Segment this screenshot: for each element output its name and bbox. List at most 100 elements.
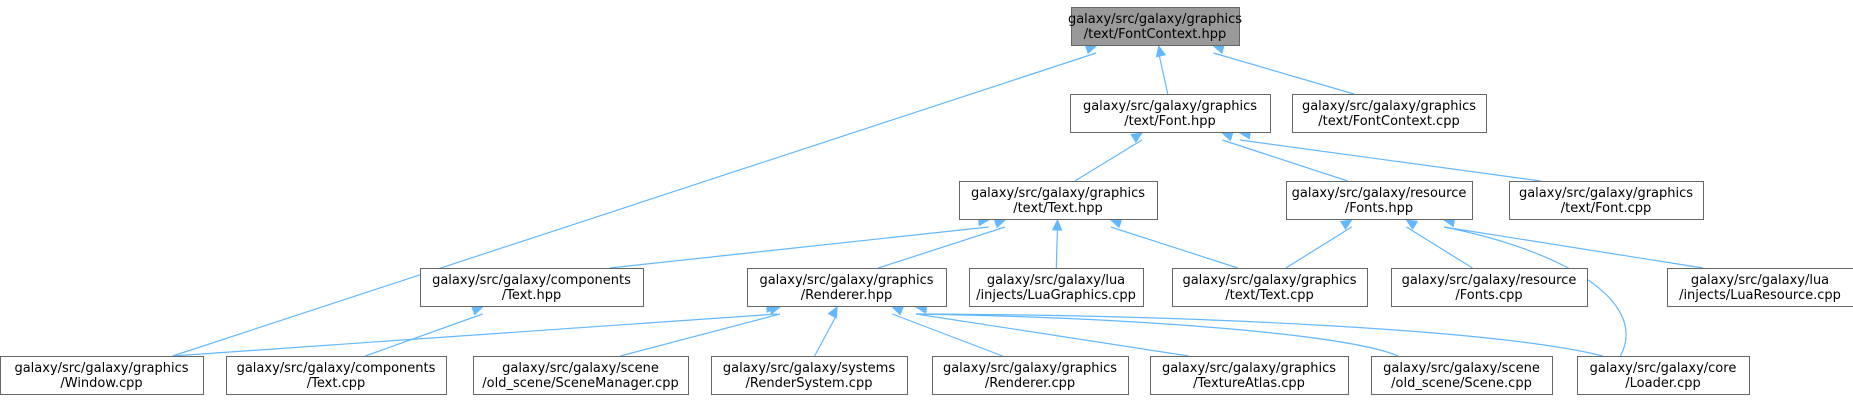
node-label-line: galaxy/src/galaxy/graphics	[1068, 12, 1242, 27]
graph-node-scene-cpp[interactable]: galaxy/src/galaxy/scene/old_scene/Scene.…	[1371, 356, 1553, 395]
node-label-line: /Text.cpp	[307, 376, 365, 391]
graph-edge-text-hpp-to-components-text-hpp	[609, 215, 990, 269]
node-label-line: galaxy/src/galaxy/scene	[1383, 361, 1540, 376]
graph-node-scenemanager-cpp[interactable]: galaxy/src/galaxy/scene/old_scene/SceneM…	[473, 356, 689, 395]
edge-line	[1213, 52, 1355, 95]
node-label-line: /text/Font.cpp	[1561, 201, 1652, 216]
arrow-head	[1221, 131, 1234, 142]
graph-edge-renderer-hpp-to-textureatlas-cpp	[914, 303, 1189, 357]
arrow-head	[470, 305, 484, 316]
graph-edge-text-hpp-to-text-cpp	[1109, 218, 1238, 269]
node-label-line: /Text.hpp	[502, 288, 562, 303]
graph-node-luaresource-cpp[interactable]: galaxy/src/galaxy/lua/injects/LuaResourc…	[1667, 268, 1853, 307]
node-label-line: /text/FontContext.cpp	[1318, 114, 1459, 129]
node-label-line: /text/Font.hpp	[1124, 114, 1216, 129]
edge-line	[1239, 139, 1541, 182]
edge-line	[1222, 139, 1348, 182]
graph-edge-renderer-hpp-to-scenemanager-cpp	[620, 304, 782, 357]
graph-node-rendersystem-cpp[interactable]: galaxy/src/galaxy/systems/RenderSystem.c…	[711, 356, 908, 395]
arrow-head	[1130, 132, 1144, 143]
graph-edge-fontcontext-hpp-to-font-hpp	[1155, 44, 1169, 95]
node-box	[1070, 94, 1271, 133]
graph-node-components-text-hpp[interactable]: galaxy/src/galaxy/components/Text.hpp	[420, 268, 644, 307]
graph-edge-fontcontext-hpp-to-window-cpp	[172, 44, 1098, 357]
node-box	[1667, 268, 1853, 307]
node-label-line: /Loader.cpp	[1625, 376, 1701, 391]
node-label-line: /TextureAtlas.cpp	[1193, 376, 1305, 391]
node-label-line: /text/Text.cpp	[1225, 288, 1314, 303]
graph-node-window-cpp[interactable]: galaxy/src/galaxy/graphics/Window.cpp	[0, 356, 204, 395]
arrow-head	[1084, 44, 1098, 55]
graph-node-fonts-hpp[interactable]: galaxy/src/galaxy/resource/Fonts.hpp	[1286, 181, 1473, 220]
arrow-head	[1109, 218, 1123, 229]
node-box	[1150, 356, 1349, 395]
node-box	[747, 268, 947, 307]
node-label-line: galaxy/src/galaxy/graphics	[1083, 99, 1257, 114]
edge-line	[878, 226, 1006, 269]
graph-node-renderer-hpp[interactable]: galaxy/src/galaxy/graphics/Renderer.hpp	[747, 268, 947, 307]
graph-node-fonts-cpp[interactable]: galaxy/src/galaxy/resource/Fonts.cpp	[1391, 268, 1588, 307]
node-label-line: /old_scene/Scene.cpp	[1391, 376, 1532, 391]
edge-line	[1285, 226, 1352, 269]
node-box	[1286, 181, 1473, 220]
node-box	[1371, 356, 1553, 395]
edge-line	[609, 226, 989, 269]
graph-node-text-hpp[interactable]: galaxy/src/galaxy/graphics/text/Text.hpp	[959, 181, 1158, 220]
graph-node-fontcontext-cpp[interactable]: galaxy/src/galaxy/graphics/text/FontCont…	[1292, 94, 1487, 133]
graph-edge-fonts-hpp-to-fonts-cpp	[1405, 219, 1473, 269]
edge-line	[814, 313, 838, 357]
node-box	[473, 356, 689, 395]
node-label-line: galaxy/src/galaxy/lua	[987, 273, 1125, 288]
edge-line	[892, 313, 1003, 357]
graph-node-components-text-cpp[interactable]: galaxy/src/galaxy/components/Text.cpp	[226, 356, 447, 395]
node-box	[969, 268, 1144, 307]
edge-line	[1055, 226, 1059, 269]
arrow-head	[891, 305, 905, 316]
graph-edge-renderer-hpp-to-loader-cpp	[914, 301, 1603, 357]
graph-node-renderer-cpp[interactable]: galaxy/src/galaxy/graphics/Renderer.cpp	[932, 356, 1129, 395]
graph-node-fontcontext-hpp[interactable]: galaxy/src/galaxy/graphics/text/FontCont…	[1068, 7, 1242, 46]
graph-edge-fonts-hpp-to-luaresource-cpp	[1442, 216, 1703, 269]
node-box	[1509, 181, 1704, 220]
graph-node-font-hpp[interactable]: galaxy/src/galaxy/graphics/text/Font.hpp	[1070, 94, 1271, 133]
node-label-line: galaxy/src/galaxy/resource	[1402, 273, 1577, 288]
node-label-line: galaxy/src/galaxy/core	[1590, 361, 1737, 376]
node-label-line: /injects/LuaGraphics.cpp	[976, 288, 1136, 303]
edge-line	[1074, 139, 1143, 182]
node-box	[1172, 268, 1368, 307]
node-box	[1071, 7, 1240, 46]
graph-edge-renderer-hpp-to-rendersystem-cpp	[814, 305, 838, 357]
graph-edge-font-hpp-to-font-cpp	[1238, 129, 1541, 182]
node-label-line: galaxy/src/galaxy/graphics	[759, 273, 933, 288]
graph-node-font-cpp[interactable]: galaxy/src/galaxy/graphics/text/Font.cpp	[1509, 181, 1704, 220]
node-label-line: /Renderer.cpp	[985, 376, 1075, 391]
graph-node-luagraphics-cpp[interactable]: galaxy/src/galaxy/lua/injects/LuaGraphic…	[969, 268, 1144, 307]
graph-node-loader-cpp[interactable]: galaxy/src/galaxy/core/Loader.cpp	[1577, 356, 1750, 395]
edge-line	[365, 313, 483, 357]
edge-line	[172, 313, 777, 357]
graph-edge-renderer-hpp-to-renderer-cpp	[891, 305, 1003, 357]
node-label-line: galaxy/src/galaxy/scene	[502, 361, 659, 376]
edge-line	[1406, 226, 1473, 269]
graph-edge-font-hpp-to-fonts-hpp	[1221, 131, 1348, 182]
graph-node-textureatlas-cpp[interactable]: galaxy/src/galaxy/graphics/TextureAtlas.…	[1150, 356, 1349, 395]
node-label-line: galaxy/src/galaxy/lua	[1691, 273, 1829, 288]
graph-edge-fontcontext-hpp-to-fontcontext-cpp	[1212, 43, 1355, 95]
graph-edge-renderer-hpp-to-scene-cpp	[914, 301, 1399, 357]
edge-line	[916, 313, 1603, 357]
node-label-line: /Fonts.cpp	[1455, 288, 1522, 303]
edge-line	[620, 313, 781, 357]
node-label-line: galaxy/src/galaxy/resource	[1292, 186, 1467, 201]
node-label-line: galaxy/src/galaxy/systems	[723, 361, 895, 376]
node-box	[420, 268, 644, 307]
graph-edge-text-hpp-to-luagraphics-cpp	[1051, 218, 1063, 269]
edge-line	[916, 313, 1399, 357]
node-label-line: galaxy/src/galaxy/graphics	[943, 361, 1117, 376]
graph-node-text-cpp[interactable]: galaxy/src/galaxy/graphics/text/Text.cpp	[1172, 268, 1368, 307]
graph-nodes: galaxy/src/galaxy/graphics/text/FontCont…	[0, 7, 1853, 395]
node-box	[1292, 94, 1487, 133]
node-label-line: galaxy/src/galaxy/graphics	[1182, 273, 1356, 288]
node-box	[0, 356, 204, 395]
graph-edge-font-hpp-to-text-hpp	[1074, 132, 1144, 182]
